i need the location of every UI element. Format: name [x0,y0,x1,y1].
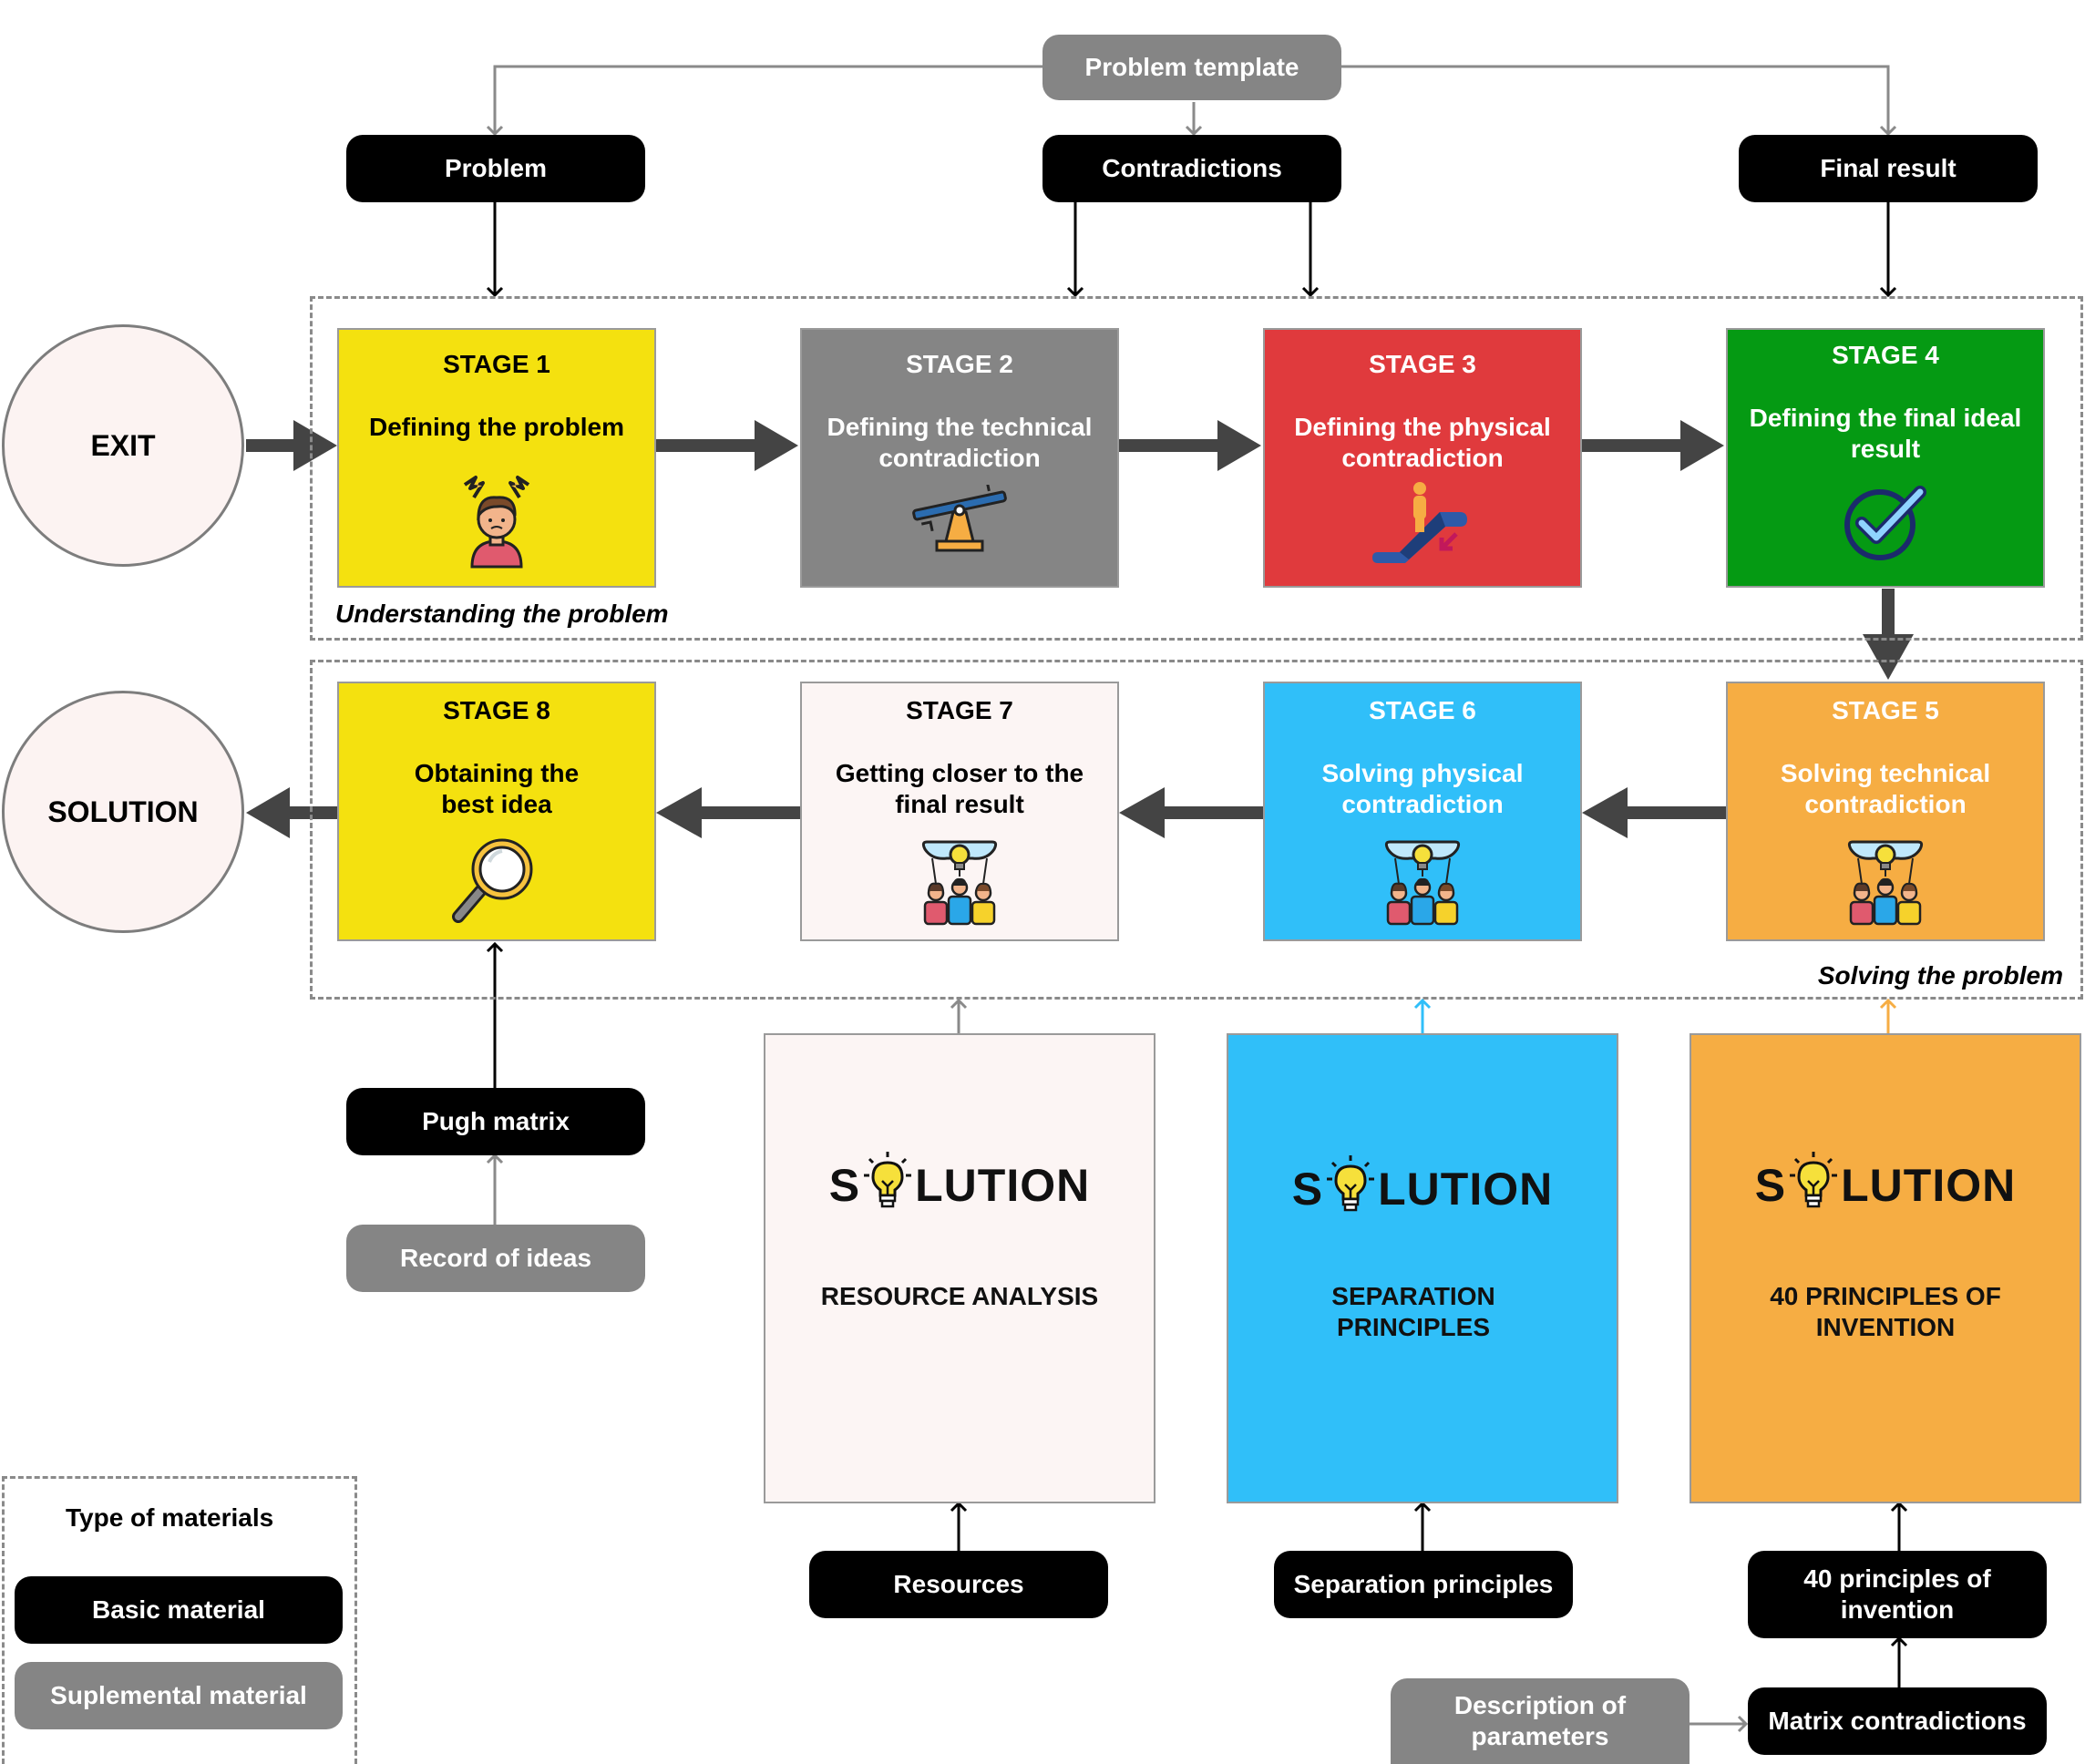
logo-text: LUTION [915,1160,1091,1211]
top-row-flow-arrows [246,420,1914,680]
problem-pill[interactable]: Problem [346,135,645,202]
stage-8-description: Obtaining the best idea [414,759,580,819]
stage-3-title: STAGE 3 [1369,350,1476,378]
stage-5-card[interactable]: STAGE 5 Solving technical contradiction [1726,682,2045,941]
description-of-parameters-pill[interactable]: Description of parameters [1391,1678,1690,1764]
stage-6-description: Solving physical contradiction [1321,759,1524,819]
logo-letter: S [1291,1164,1324,1215]
brainstorm-team-icon [1840,836,1931,934]
solving-phase-box [310,660,2083,1000]
brainstorm-team-icon [914,836,1005,934]
pugh-matrix-pill[interactable]: Pugh matrix [346,1088,645,1155]
logo-text: LUTION [1378,1164,1554,1215]
material-to-stage-connectors [486,202,1897,298]
legend-box [2,1476,357,1764]
book-title: SEPARATION PRINCIPLES [1331,1282,1495,1342]
brainstorm-team-icon [1377,836,1468,934]
legend-supplemental-material: Suplemental material [15,1662,343,1729]
stage-5-description: Solving technical contradiction [1780,759,1991,819]
stage-1-title: STAGE 1 [443,350,550,378]
book-40-principles[interactable]: S LUTION 40 PRINCIPLES OF INVENTION [1690,1033,2081,1503]
stage-4-title: STAGE 4 [1832,341,1939,369]
stage-3-card[interactable]: STAGE 3 Defining the physical contradict… [1263,328,1582,588]
stage-3-description: Defining the physical contradiction [1294,413,1551,473]
template-connectors [486,65,1897,137]
resources-pill[interactable]: Resources [809,1551,1108,1618]
exit-node[interactable]: EXIT [2,324,244,567]
stage-8-card[interactable]: STAGE 8 Obtaining the best idea [337,682,656,941]
stage-4-description: Defining the final ideal result [1749,404,2022,464]
legend-basic-material: Basic material [15,1576,343,1644]
stage-2-description: Defining the technical contradiction [827,413,1093,473]
magnifier-icon [451,835,542,932]
stage-7-card[interactable]: STAGE 7 Getting closer to the final resu… [800,682,1119,941]
logo-letter: S [1754,1160,1787,1211]
stage-2-card[interactable]: STAGE 2 Defining the technical contradic… [800,328,1119,588]
stage-2-title: STAGE 2 [906,350,1013,378]
book-title: RESOURCE ANALYSIS [820,1282,1099,1310]
book-title: 40 PRINCIPLES OF INVENTION [1770,1282,2001,1342]
logo-letter: S [828,1160,861,1211]
book-separation-principles[interactable]: S LUTION SEPARATION PRINCIPLES [1227,1033,1618,1503]
final-result-pill[interactable]: Final result [1739,135,2038,202]
problem-template-pill[interactable]: Problem template [1042,35,1341,100]
forty-principles-pill[interactable]: 40 principles of invention [1748,1551,2047,1638]
stage-7-description: Getting closer to the final result [835,759,1084,819]
check-circle-icon [1842,483,1929,568]
lightbulb-icon [1323,1154,1378,1225]
solution-logo: S LUTION [1691,1150,2080,1221]
stage-4-card[interactable]: STAGE 4 Defining the final ideal result [1726,328,2045,588]
stage-6-card[interactable]: STAGE 6 Solving physical contradiction [1263,682,1582,941]
solution-logo: S LUTION [1228,1154,1617,1225]
separation-principles-pill[interactable]: Separation principles [1274,1551,1573,1618]
book-resource-analysis[interactable]: S LUTION RESOURCE ANALYSIS [764,1033,1155,1503]
escalator-icon [1372,481,1473,569]
legend-title: Type of materials [66,1503,274,1532]
lightbulb-icon [860,1150,915,1221]
stage-6-title: STAGE 6 [1369,696,1476,724]
bottom-row-flow-arrows [246,787,1726,838]
seesaw-icon [909,478,1010,564]
lightbulb-icon [1786,1150,1841,1221]
stage-1-card[interactable]: STAGE 1 Defining the problem [337,328,656,588]
phase-label-solving: Solving the problem [1817,961,2063,990]
record-of-ideas-pill[interactable]: Record of ideas [346,1225,645,1292]
matrix-contradictions-pill[interactable]: Matrix contradictions [1748,1687,2047,1755]
solution-logo: S LUTION [765,1150,1154,1221]
stage-8-title: STAGE 8 [443,696,550,724]
solution-node[interactable]: SOLUTION [2,691,244,933]
stage-1-description: Defining the problem [369,413,624,441]
solution-label: SOLUTION [47,795,199,828]
stage-7-title: STAGE 7 [906,696,1013,724]
logo-text: LUTION [1841,1160,2017,1211]
phase-label-understanding: Understanding the problem [335,600,669,628]
contradictions-pill[interactable]: Contradictions [1042,135,1341,202]
stressed-person-icon [447,468,547,575]
stage-5-title: STAGE 5 [1832,696,1939,724]
understanding-phase-box [310,296,2083,641]
exit-label: EXIT [90,428,156,462]
